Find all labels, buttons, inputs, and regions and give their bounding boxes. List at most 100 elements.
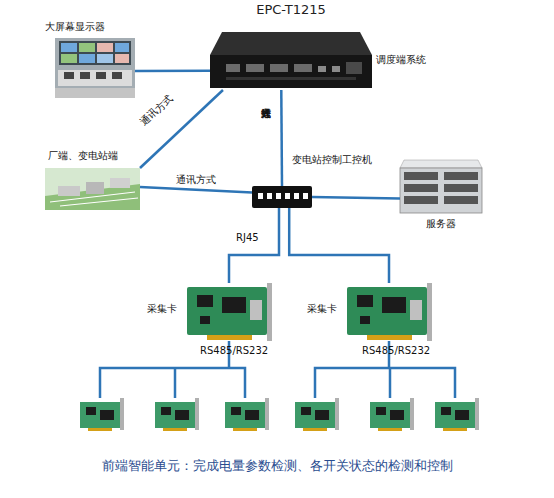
control-room-illustration-part [64, 72, 74, 79]
node-sublabel: 调度端系统 [376, 54, 446, 66]
acquisition-card-illustration-part [187, 287, 267, 335]
epc-device-illustration-part [318, 66, 326, 72]
substation-illustration-part [50, 192, 135, 202]
bus-label: RS485/RS232 [200, 345, 268, 357]
substation-illustration [45, 168, 140, 210]
front-end-unit-illustration-part-part [410, 398, 414, 430]
server-box: 服务器 [400, 165, 482, 213]
front-end-unit-illustration-part-part [175, 410, 189, 420]
front-end-unit-illustration-part-part [390, 410, 404, 420]
control-room-illustration-part [115, 54, 129, 63]
server-illustration-part [404, 184, 438, 192]
connector-line [312, 197, 400, 199]
control-room-illustration-part [61, 43, 77, 52]
front-end-unit-illustration-part [155, 398, 199, 431]
control-room-illustration-part [97, 43, 113, 52]
acquisition-card-illustration-part [200, 316, 210, 324]
acquisition-card-illustration-part [382, 297, 406, 313]
front-end-unit-illustration-part-part [443, 428, 467, 431]
connector-line [229, 208, 279, 283]
acquisition-card-illustration-part [347, 287, 427, 335]
front-end-unit-illustration-part [370, 398, 414, 431]
switch-illustration [252, 186, 312, 208]
acquisition-card-illustration-part [222, 297, 246, 313]
switch-illustration-part [276, 193, 281, 199]
bus-wire-part [100, 368, 245, 398]
epc-device-illustration-part [346, 62, 362, 74]
control-room-illustration-part [80, 72, 90, 79]
control-room-illustration-part [61, 54, 77, 63]
bus-wire [100, 341, 455, 398]
node-label: EPC-T1215 [210, 4, 372, 16]
node-label: 大屏幕显示器 [35, 21, 115, 33]
front-end-unit-illustration-part [80, 398, 124, 431]
front-end-unit-illustration-part-part [88, 428, 112, 431]
front-end-unit-illustration [80, 398, 479, 431]
front-end-unit-illustration-part-part [370, 402, 410, 428]
acquisition-card-illustration [347, 283, 432, 341]
substation-illustration-part [60, 198, 138, 206]
server-illustration-part [404, 172, 438, 180]
acquisition-card-illustration [187, 283, 272, 341]
control-room-illustration-part [79, 43, 95, 52]
display-box: 大屏幕显示器 [55, 38, 135, 98]
epc-device-illustration-part [226, 77, 356, 80]
control-room-illustration-part [112, 72, 122, 79]
epc-device-illustration-part [294, 64, 312, 72]
front-end-unit-illustration-part-part [225, 402, 265, 428]
acquisition-card-box: 采集卡 [185, 283, 273, 341]
front-end-unit-illustration-part-part [475, 398, 479, 430]
front-end-unit-illustration-part-part [86, 407, 96, 415]
switch-illustration-part [258, 193, 263, 199]
front-end-unit-illustration-part-part [295, 402, 335, 428]
acquisition-card-illustration-part [360, 316, 370, 324]
server-illustration [400, 160, 482, 213]
connector-label: 通讯方式 [138, 92, 175, 128]
device-box: EPC-T1215调度端系统 [210, 30, 372, 90]
front-end-unit-illustration-part-part [245, 410, 259, 420]
substation-box: 厂端、变电站端 [45, 168, 140, 210]
control-room-illustration [55, 38, 135, 98]
front-end-unit-illustration-part-part [315, 410, 329, 420]
front-end-unit-illustration-part-part [195, 398, 199, 430]
epc-device-illustration [210, 32, 372, 88]
server-illustration-part [444, 172, 478, 180]
acquisition-card-illustration-part [410, 300, 422, 320]
acquisition-card-illustration-part [427, 283, 432, 341]
switch-illustration-part [267, 193, 272, 199]
node-label: 变电站控制工控机 [292, 154, 392, 166]
front-end-unit-illustration-part-part [233, 428, 257, 431]
front-end-unit-illustration-part-part [441, 407, 451, 415]
connector-line [280, 90, 283, 186]
bus-wire-part [315, 368, 455, 398]
front-end-unit-illustration-part-part [376, 407, 386, 415]
front-end-unit-illustration-part-part [100, 410, 114, 420]
front-end-unit-illustration-part-part [161, 407, 171, 415]
substation-illustration-part [86, 182, 104, 194]
epc-device-illustration-part [270, 64, 288, 72]
server-illustration-part [444, 184, 478, 192]
control-room-illustration-part [97, 54, 113, 63]
connector-label: RJ45 [236, 232, 259, 244]
front-end-unit-illustration-part [295, 398, 339, 431]
front-end-unit-illustration-part-part [80, 402, 120, 428]
switch-box: 变电站控制工控机 [252, 186, 312, 208]
epc-device-illustration-part [210, 55, 372, 88]
connector-line [140, 187, 252, 193]
connector-line [289, 208, 389, 283]
front-end-unit-illustration-part-part [455, 410, 469, 420]
acquisition-card-illustration-part [250, 300, 262, 320]
epc-device-illustration-part [226, 64, 240, 72]
acquisition-card-illustration-part [197, 295, 213, 307]
front-end-unit-illustration-part-part [231, 407, 241, 415]
node-label: 厂端、变电站端 [35, 150, 130, 162]
front-end-unit-illustration-part-part [335, 398, 339, 430]
connector-label: 通讯方式 [176, 174, 216, 186]
server-illustration-part [404, 196, 438, 204]
node-label: 采集卡 [293, 303, 337, 315]
server-illustration-part [400, 160, 482, 168]
connector-line [135, 70, 210, 73]
